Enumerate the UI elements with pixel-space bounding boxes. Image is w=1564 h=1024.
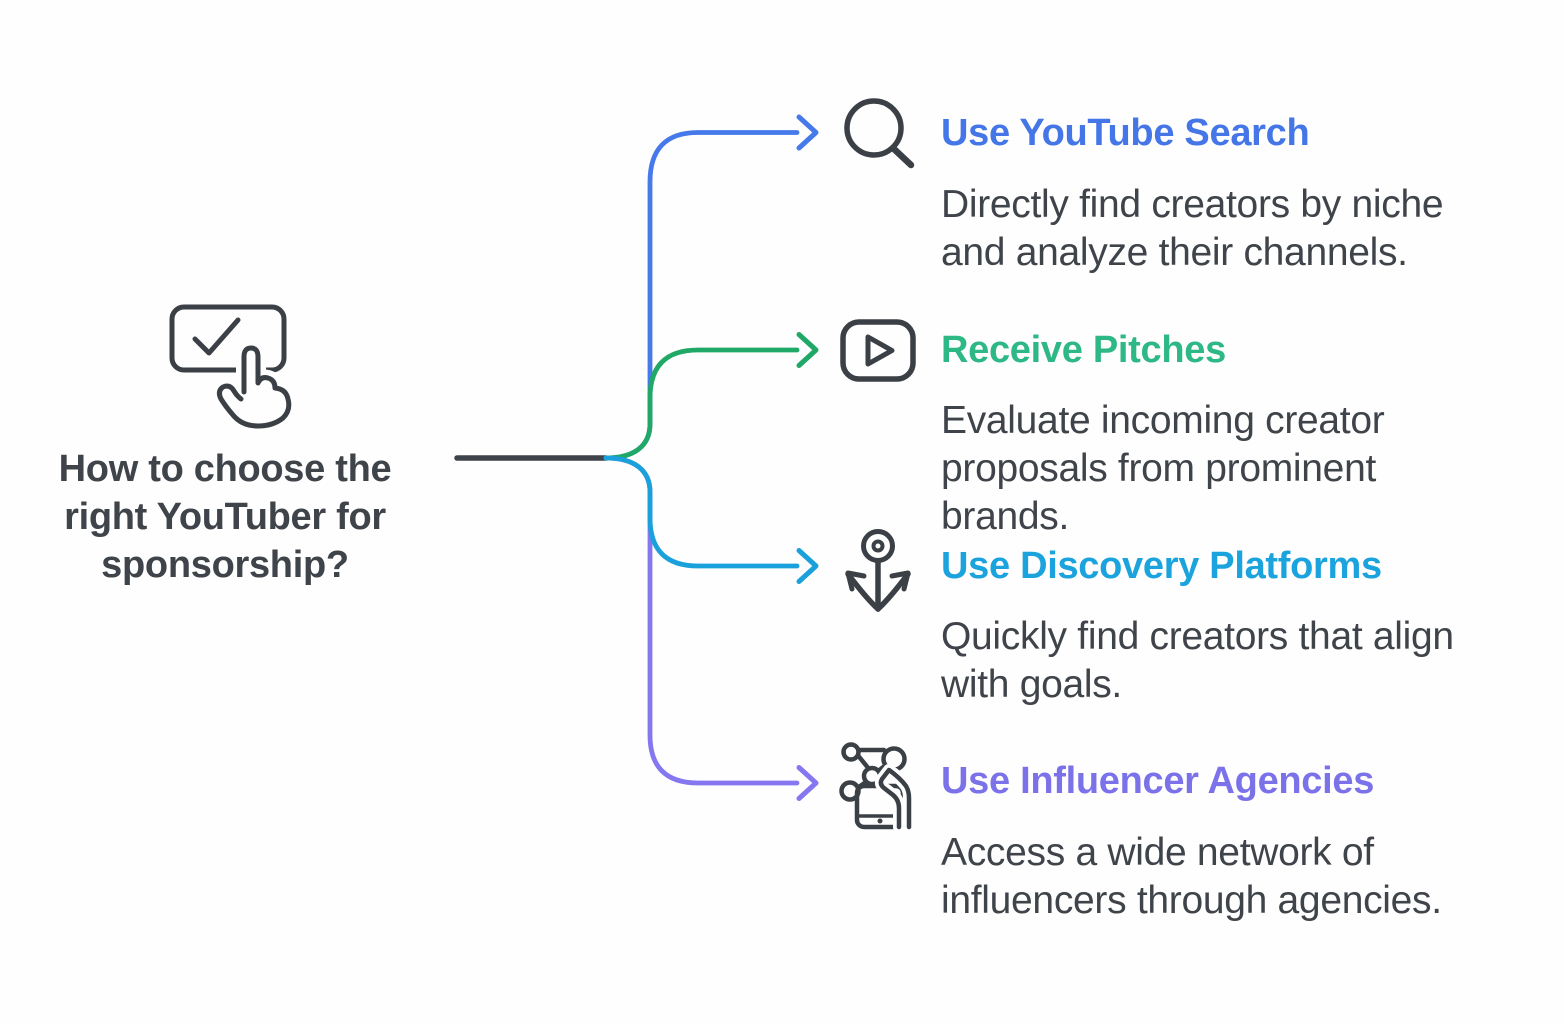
anchor-icon bbox=[845, 529, 911, 612]
branch-description-youtube-search: Directly find creators by niche and anal… bbox=[941, 183, 1444, 274]
center-question-title: How to choose the right YouTuber for spo… bbox=[58, 448, 392, 586]
search-icon bbox=[844, 98, 915, 169]
checkbox-tap-icon bbox=[169, 304, 297, 434]
branch-title-discovery-platforms: Use Discovery Platforms bbox=[941, 545, 1382, 587]
arrowhead-youtube-search bbox=[796, 114, 819, 151]
connector-branch-influencer-agencies bbox=[603, 455, 800, 786]
branch-title-influencer-agencies: Use Influencer Agencies bbox=[941, 760, 1375, 802]
influencer-network-icon bbox=[839, 742, 915, 833]
connector-branch-youtube-search bbox=[603, 130, 800, 461]
video-play-icon bbox=[840, 319, 916, 382]
arrowhead-influencer-agencies bbox=[796, 765, 819, 801]
branch-title-youtube-search: Use YouTube Search bbox=[941, 112, 1310, 154]
connector-branch-discovery-platforms bbox=[603, 455, 800, 569]
branch-description-influencer-agencies: Access a wide network of influencers thr… bbox=[941, 831, 1442, 922]
branch-description-discovery-platforms: Quickly find creators that align with go… bbox=[941, 615, 1454, 706]
branch-description-receive-pitches: Evaluate incoming creator proposals from… bbox=[941, 399, 1385, 538]
branch-title-receive-pitches: Receive Pitches bbox=[941, 329, 1226, 371]
arrowhead-discovery-platforms bbox=[796, 548, 819, 584]
arrowhead-receive-pitches bbox=[796, 332, 819, 368]
connector-branch-receive-pitches bbox=[603, 347, 800, 461]
